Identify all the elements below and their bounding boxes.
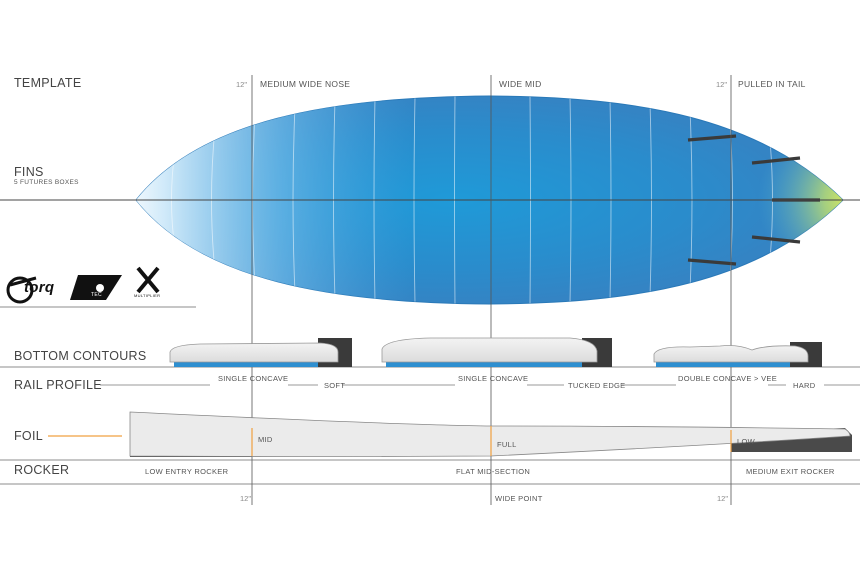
rail-tail-label: HARD <box>793 381 816 390</box>
section-template: TEMPLATE <box>14 76 82 90</box>
footer-measure-left: 12" <box>240 494 252 503</box>
template-tail: PULLED IN TAIL <box>738 79 806 89</box>
torq-logo <box>6 276 37 304</box>
multiplier-wordmark: MULTIPLIER <box>134 293 161 298</box>
foil-profile <box>0 411 860 461</box>
rocker-mid-label: FLAT MID-SECTION <box>456 467 531 476</box>
tec-wordmark: TEC <box>91 292 102 298</box>
bottom-nose-label: SINGLE CONCAVE <box>218 374 289 383</box>
section-rocker: ROCKER <box>14 463 70 477</box>
fins-subtitle: 5 FUTURES BOXES <box>14 179 79 186</box>
template-nose: MEDIUM WIDE NOSE <box>260 79 351 89</box>
template-mid: WIDE MID <box>499 79 542 89</box>
tec-logo <box>70 275 122 300</box>
foil-nose-label: MID <box>258 435 273 444</box>
bottom-contours <box>0 337 860 368</box>
template-measure-left: 12" <box>236 80 248 89</box>
multiplier-logo <box>136 266 160 294</box>
bottom-tail-label: DOUBLE CONCAVE > VEE <box>678 374 778 383</box>
section-bottom-contours: BOTTOM CONTOURS <box>14 349 147 363</box>
section-rail-profile: RAIL PROFILE <box>14 378 102 392</box>
rocker-tail-label: MEDIUM EXIT ROCKER <box>746 467 835 476</box>
template-measure-right: 12" <box>716 80 728 89</box>
rail-mid-label: TUCKED EDGE <box>568 381 626 390</box>
section-foil: FOIL <box>14 429 43 443</box>
footer-wide-point: WIDE POINT <box>495 494 543 503</box>
footer-measure-right: 12" <box>717 494 729 503</box>
foil-tail-label: LOW <box>737 437 755 446</box>
foil-mid-label: FULL <box>497 440 517 449</box>
torq-wordmark: torq <box>24 279 55 296</box>
rail-nose-label: SOFT <box>324 381 346 390</box>
bottom-mid-label: SINGLE CONCAVE <box>458 374 529 383</box>
section-fins: FINS <box>14 165 44 179</box>
rocker-nose-label: LOW ENTRY ROCKER <box>145 467 229 476</box>
